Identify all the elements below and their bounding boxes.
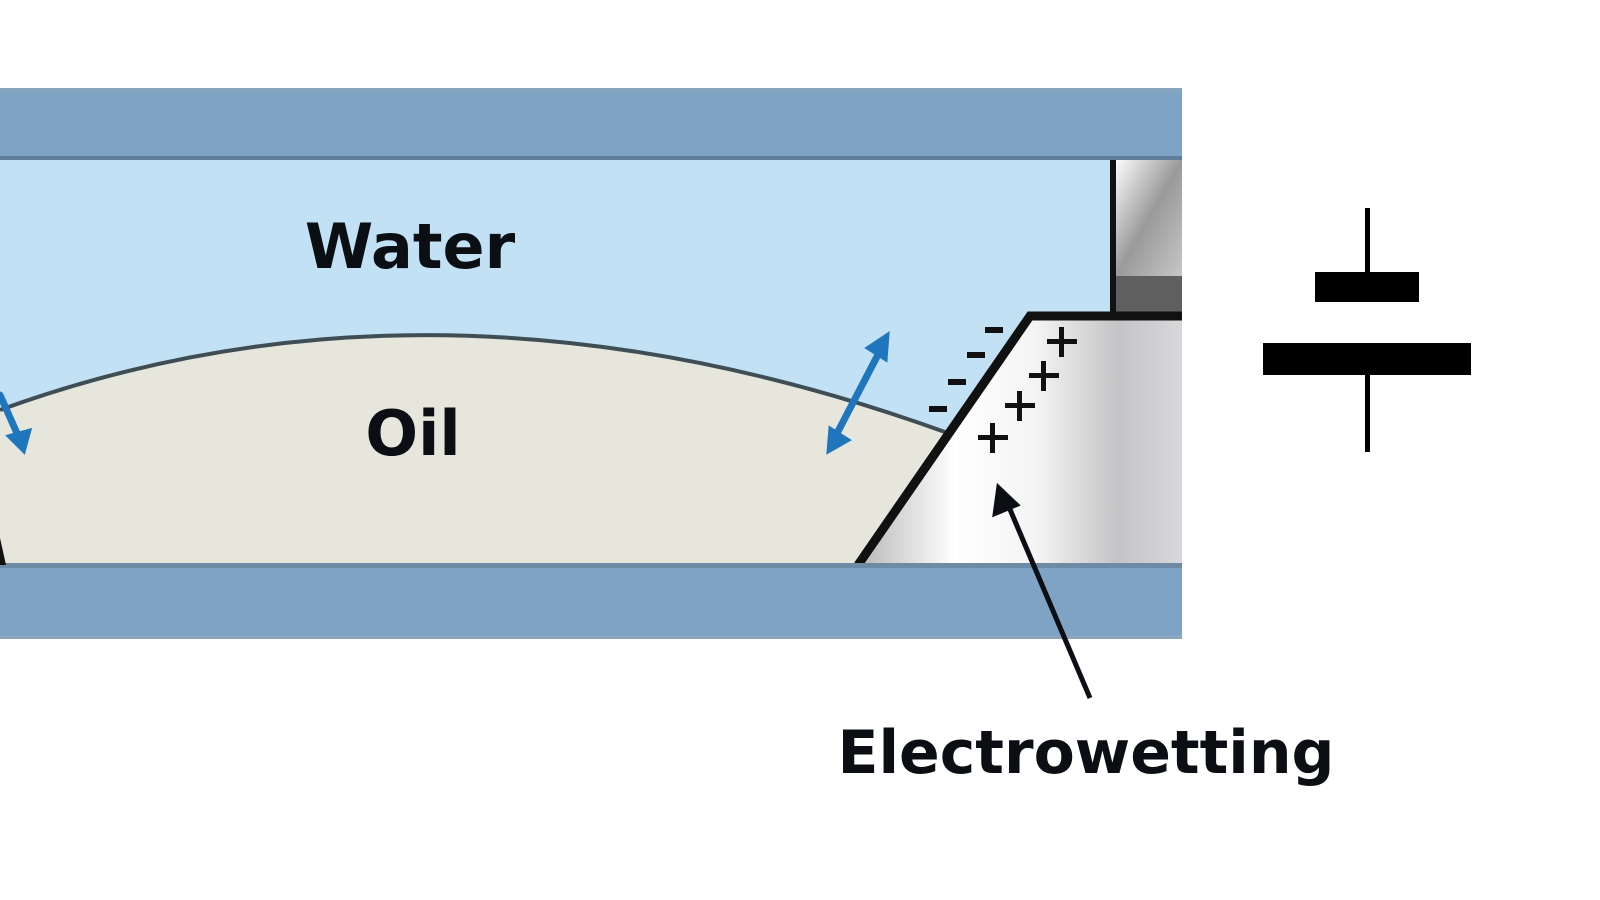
negative-charge <box>929 406 947 412</box>
positive-charge <box>1029 361 1059 391</box>
oil-water-interface <box>0 333 946 434</box>
electrode <box>854 160 1182 568</box>
double-arrow-left-icon <box>0 391 33 455</box>
positive-charges <box>978 327 1077 453</box>
negative-charge <box>948 379 966 385</box>
pointer-arrow-icon <box>992 482 1093 699</box>
positive-charge <box>1005 391 1035 421</box>
negative-charge <box>967 352 985 358</box>
positive-charge <box>1047 327 1077 357</box>
oil-label: Oil <box>365 397 460 470</box>
positive-charge <box>978 423 1008 453</box>
electrowetting-label: Electrowetting <box>837 718 1334 788</box>
left-electrode-edge <box>0 538 6 565</box>
bottom-glass-plate <box>0 563 1182 639</box>
negative-charge <box>985 327 1003 333</box>
water-label: Water <box>305 210 516 283</box>
capacitor-symbol-icon <box>1263 208 1471 452</box>
negative-charges <box>929 327 1003 412</box>
oil-region <box>0 335 945 565</box>
double-arrow-right-icon <box>826 331 890 455</box>
top-glass-plate <box>0 88 1182 160</box>
